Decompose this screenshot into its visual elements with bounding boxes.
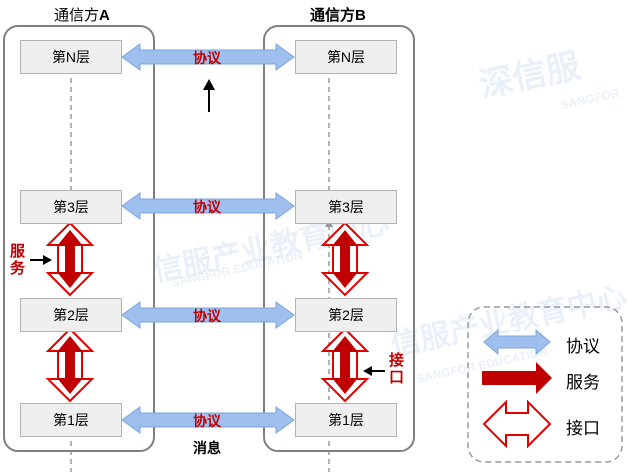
interface-arrow-a-lower: [47, 328, 93, 402]
layer-b-3: 第3层: [295, 190, 397, 224]
protocol-label-n: 协议: [193, 50, 221, 66]
layer-a-n: 第N层: [20, 40, 122, 74]
protocol-arrow-2: [121, 301, 295, 329]
protocol-arrow-3: [121, 192, 295, 220]
up-arrow-icon: [203, 79, 215, 112]
layer-b-2: 第2层: [295, 298, 397, 332]
party-b-frame: [263, 25, 415, 452]
legend-protocol-label: 协议: [566, 337, 600, 356]
interface-pointer-arrow: [363, 366, 385, 376]
legend-protocol-arrow: [483, 328, 551, 356]
protocol-label-1: 协议: [193, 413, 221, 429]
party-b-title: 通信方B: [310, 7, 366, 24]
layer-a-2: 第2层: [20, 298, 122, 332]
protocol-arrow-n: [121, 43, 295, 71]
message-label: 消息: [193, 440, 221, 456]
layer-a-1: 第1层: [20, 403, 122, 437]
party-a-frame: [3, 25, 155, 452]
legend-interface-arrow: [482, 399, 552, 449]
layer-a-3: 第3层: [20, 190, 122, 224]
layer-b-1: 第1层: [295, 403, 397, 437]
legend-interface-label: 接口: [566, 419, 600, 438]
interface-label: 接口: [389, 352, 405, 386]
service-pointer-arrow: [30, 255, 52, 265]
interface-arrow-b-upper: [322, 222, 368, 296]
party-a-title: 通信方A: [54, 7, 110, 24]
legend-service-label: 服务: [566, 373, 600, 392]
service-label: 服务: [10, 243, 26, 277]
layer-b-n: 第N层: [295, 40, 397, 74]
protocol-label-3: 协议: [193, 199, 221, 215]
legend-frame: [467, 306, 623, 463]
interface-arrow-a-upper: [47, 222, 93, 296]
legend-service-arrow: [482, 362, 552, 394]
protocol-label-2: 协议: [193, 308, 221, 324]
protocol-arrow-1: [121, 406, 295, 434]
